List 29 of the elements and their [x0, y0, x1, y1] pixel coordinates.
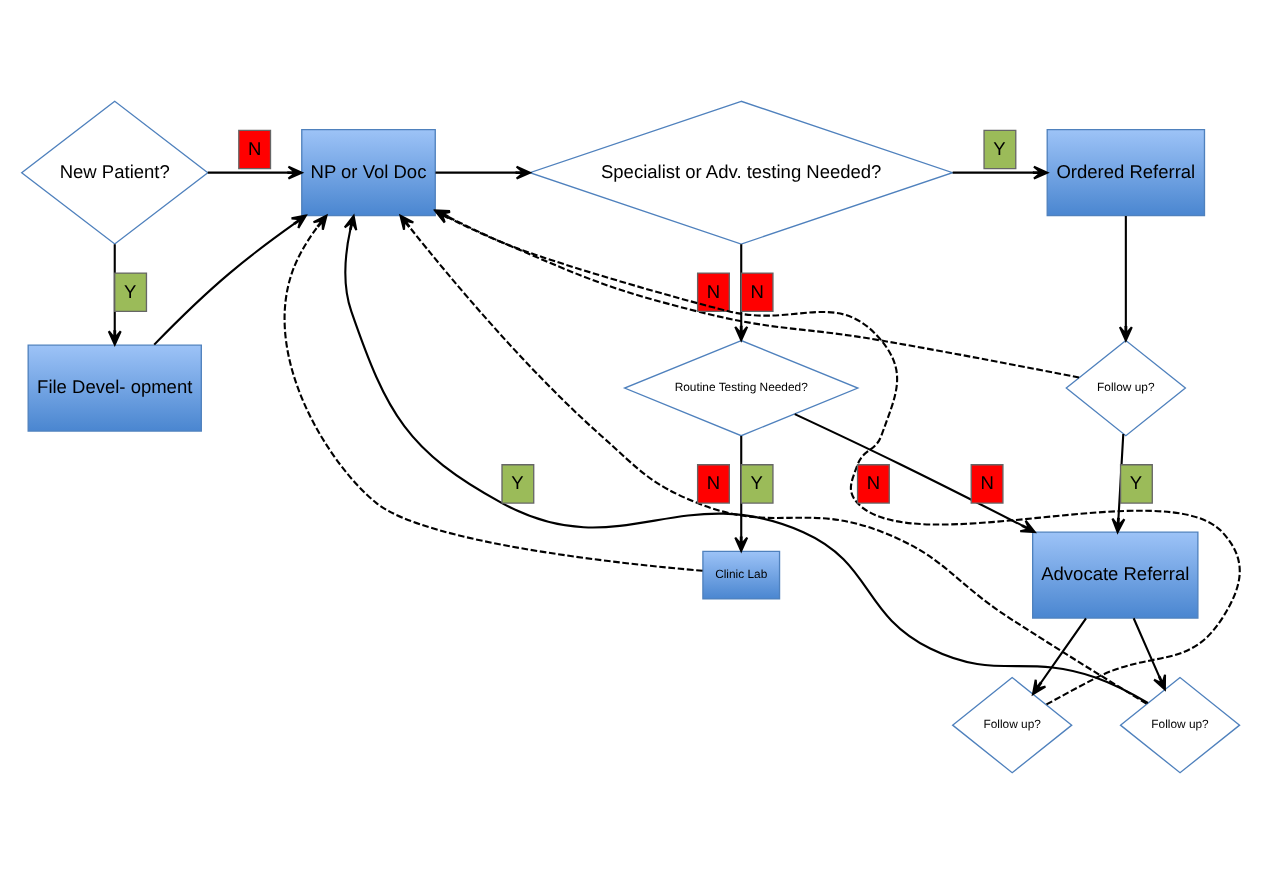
edge-label: N: [706, 281, 721, 302]
arrow: [435, 165, 531, 180]
edge-label: N: [706, 473, 721, 494]
edge-label: N: [750, 281, 764, 302]
edge-label: Y: [511, 473, 524, 494]
edge-label: N: [980, 473, 994, 494]
node-diamond: Specialist or Adv. testing Needed?: [527, 100, 955, 245]
node-box: Advocate Referral: [1032, 531, 1199, 619]
arrow: [1031, 617, 1087, 696]
arrow: [207, 165, 303, 180]
arrow: [734, 244, 749, 342]
arrow: [794, 413, 1036, 534]
node-box: Ordered Referral: [1046, 129, 1206, 217]
arrow: [153, 214, 307, 346]
edge-label: Y: [123, 281, 137, 302]
arrow: [283, 214, 703, 572]
edge-label: Y: [993, 139, 1006, 160]
arrow: [952, 165, 1049, 180]
edge-label: Y: [1129, 473, 1143, 494]
node-box: File Devel- opment: [27, 344, 202, 432]
edge-label: Y: [750, 473, 763, 494]
node-box: NP or Vol Doc: [301, 129, 436, 217]
node-diamond: New Patient?: [20, 100, 209, 245]
edge-label: N: [248, 139, 262, 160]
arrow: [1118, 216, 1133, 342]
edge-label: N: [866, 473, 881, 494]
arrow: [734, 435, 749, 552]
arrow: [1111, 434, 1126, 534]
arrow: [1132, 617, 1167, 691]
